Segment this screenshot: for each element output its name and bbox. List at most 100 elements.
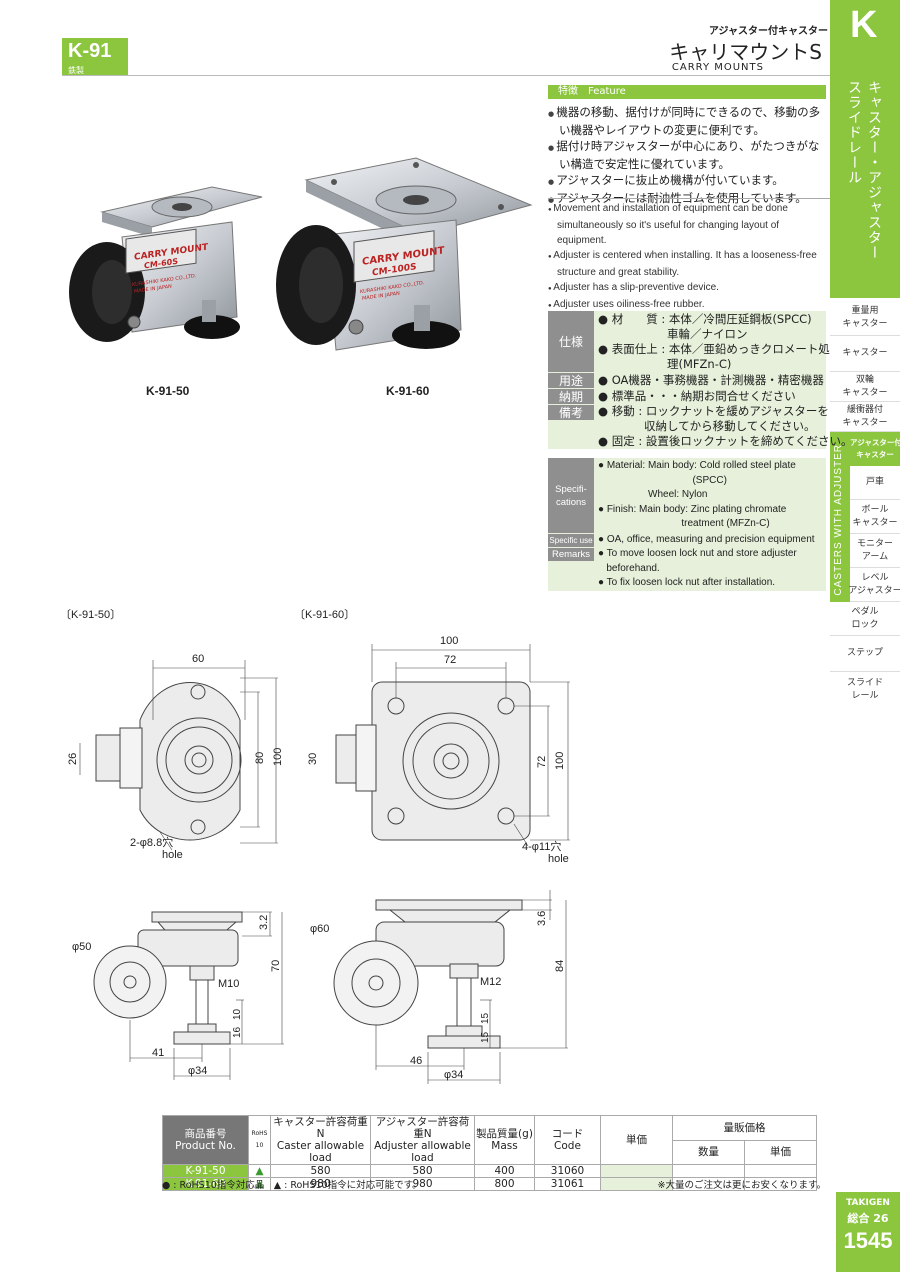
cell-mass: 800 bbox=[474, 1177, 535, 1191]
cell-price bbox=[600, 1164, 673, 1178]
sidebar-item-door-roller[interactable]: 戸車 bbox=[850, 466, 900, 500]
cell-caster-load: 580 bbox=[270, 1164, 371, 1178]
feature-item-en: Adjuster uses oiliness-free rubber. bbox=[548, 297, 818, 314]
sidebar-item-level-adjuster[interactable]: レベル アジャスター bbox=[848, 568, 900, 602]
dim-label: 30 bbox=[307, 753, 319, 765]
feature-item: アジャスターに抜止め機構が付いています。 bbox=[548, 172, 830, 190]
sidebar-item-monitor-arm[interactable]: モニター アーム bbox=[850, 534, 900, 568]
cell-bulk-price bbox=[744, 1164, 817, 1178]
col-label: 商品番号 bbox=[184, 1128, 227, 1140]
cell-product-no: K-91-60 bbox=[162, 1177, 249, 1191]
product-photo-k-91-60: CARRY MOUNT CM-100S KURASHIKI KAKO CO.,L… bbox=[276, 157, 533, 351]
dim-label: 72 bbox=[536, 756, 548, 768]
col-label-en: Caster allowable load bbox=[276, 1140, 365, 1164]
feature-list-jp: 機器の移動、据付けが同時にできるので、移動の多い機器やレイアウトの変更に便利です… bbox=[548, 104, 830, 208]
brand-label: TAKIGEN bbox=[846, 1198, 890, 1208]
dim-label: 100 bbox=[272, 748, 284, 766]
feature-item: 機器の移動、据付けが同時にできるので、移動の多い機器やレイアウトの変更に便利です… bbox=[548, 104, 830, 138]
sidebar-item-ball-caster[interactable]: ボール キャスター bbox=[850, 500, 900, 534]
col-label-en: Mass bbox=[491, 1140, 518, 1152]
drawing-title-k-91-60: 〔K-91-60〕 bbox=[294, 608, 355, 621]
dim-label: 60 bbox=[192, 653, 204, 665]
sidebar-item-label: ボール キャスター bbox=[852, 504, 898, 528]
delivery-label: 納期 bbox=[548, 389, 594, 404]
sidebar-item-label: 戸車 bbox=[865, 477, 884, 487]
col-label-en: Product No. bbox=[175, 1140, 236, 1152]
spec-table-jp: 仕様 ● 材 質 : 本体／冷間圧延鋼板(SPCC) 車輪／ナイロン ● 表面仕… bbox=[548, 311, 853, 449]
cell-adjuster-load: 980 bbox=[370, 1177, 475, 1191]
col-label: 製品質量(g) bbox=[476, 1128, 533, 1140]
sidebar-item-heavy-caster[interactable]: 重量用 キャスター bbox=[830, 300, 900, 336]
page-subtitle: アジャスター付キャスター bbox=[708, 26, 828, 37]
dim-label: 16 bbox=[232, 1026, 243, 1038]
col-mass: 製品質量(g)Mass bbox=[474, 1115, 535, 1165]
cell-code: 31061 bbox=[534, 1177, 601, 1191]
col-label: コード bbox=[551, 1128, 584, 1140]
col-price: 単価 bbox=[600, 1115, 673, 1165]
col-label: キャスター許容荷重N bbox=[273, 1116, 368, 1140]
dim-label: M12 bbox=[480, 976, 501, 988]
rohs-legend: ● : RoHS10指令対応品 ▲ : RoHS10指令に対応可能です。 bbox=[162, 1180, 422, 1191]
page-footer-tab: TAKIGEN 総合 26 1545 bbox=[836, 1192, 900, 1272]
page-number: 1545 bbox=[843, 1228, 893, 1253]
feature-list-en: Movement and installation of equipment c… bbox=[548, 201, 818, 314]
sidebar-item-shock-caster[interactable]: 緩衝器付 キャスター bbox=[830, 402, 900, 432]
dim-label: φ34 bbox=[188, 1065, 207, 1077]
cell-adjuster-load: 580 bbox=[370, 1164, 475, 1178]
sidebar-item-label: 緩衝器付 キャスター bbox=[842, 404, 888, 428]
photo-made-in-text: MADE IN JAPAN bbox=[134, 284, 172, 295]
sidebar-item-adjuster-caster[interactable]: アジャスター付 キャスター bbox=[850, 432, 900, 466]
spec-material-en: ● Material: Main body: Cold rolled steel… bbox=[598, 460, 796, 529]
cell-code: 31060 bbox=[534, 1164, 601, 1178]
catalog-label: 総合 26 bbox=[847, 1212, 889, 1225]
feature-item-en: Movement and installation of equipment c… bbox=[548, 201, 818, 248]
dim-label: 26 bbox=[67, 753, 79, 765]
sidebar-item-twin-caster[interactable]: 双輪 キャスター bbox=[830, 372, 900, 402]
sidebar-item-label: レベル アジャスター bbox=[848, 572, 900, 596]
sidebar-item-caster[interactable]: キャスター bbox=[830, 336, 900, 372]
feature-item-en: Adjuster has a slip-preventive device. bbox=[548, 280, 818, 297]
dim-label: 72 bbox=[444, 654, 456, 666]
hole-label-en: hole bbox=[548, 853, 569, 865]
sidebar-item-slide-rail[interactable]: スライド レール bbox=[830, 672, 900, 708]
dim-label: 100 bbox=[440, 635, 458, 647]
use-label: 用途 bbox=[548, 373, 594, 388]
feature-heading: 特徴 Feature bbox=[548, 85, 826, 99]
dim-label: 15 bbox=[480, 1031, 491, 1043]
sidebar-item-step[interactable]: ステップ bbox=[830, 636, 900, 672]
dim-label: M10 bbox=[218, 978, 239, 990]
sidebar-index-tab: K キャスター・アジャスター スライドレール bbox=[830, 0, 900, 298]
sidebar-item-label: キャスター bbox=[842, 348, 888, 358]
remarks-label-en: Remarks bbox=[548, 548, 594, 561]
hole-label: 2-φ8.8穴 bbox=[130, 835, 173, 849]
header-rule bbox=[62, 75, 830, 76]
hole-label: 4-φ11穴 bbox=[522, 839, 561, 853]
spec-table-en: Specifi- cations ● Material: Main body: … bbox=[548, 458, 826, 591]
cell-mass: 400 bbox=[474, 1164, 535, 1178]
spec-remarks: ● 移動 : ロックナットを緩めアジャスターを 収納してから移動してください。 … bbox=[598, 404, 853, 448]
feature-divider bbox=[548, 198, 830, 199]
sidebar-item-label: スライド レール bbox=[846, 678, 883, 701]
sidebar-item-label: ステップ bbox=[846, 648, 883, 658]
technical-drawings: 〔K-91-50〕 〔K-91-60〕 60 80 100 26 2-φ8.8穴… bbox=[60, 608, 570, 1084]
sidebar-item-label: アジャスター付 キャスター bbox=[850, 438, 900, 459]
col-label: アジャスター許容荷重N bbox=[375, 1116, 470, 1140]
bulk-order-note: ※大量のご注文は更にお安くなります。 bbox=[657, 1180, 826, 1191]
photo-label-k-91-60: K-91-60 bbox=[386, 384, 430, 398]
table-row: K-91-60 ▲ 980 980 800 31061 bbox=[162, 1177, 817, 1191]
use-label-en: Specific use bbox=[548, 534, 594, 547]
col-label-2: 10 bbox=[255, 1142, 264, 1149]
cell-caster-load: 980 bbox=[270, 1177, 371, 1191]
cell-product-no: K-91-50 bbox=[162, 1164, 249, 1178]
dim-label: 100 bbox=[554, 752, 566, 770]
table-row: K-91-50 ▲ 580 580 400 31060 bbox=[162, 1164, 817, 1178]
sidebar-item-pedal-lock[interactable]: ペダル ロック bbox=[830, 602, 900, 636]
cell-rohs: ▲ bbox=[248, 1164, 271, 1178]
cell-bulk-price bbox=[744, 1177, 817, 1191]
index-vertical-title: キャスター・アジャスター bbox=[866, 80, 882, 260]
sidebar-item-label: ペダル ロック bbox=[851, 606, 879, 630]
category-band: CASTERS WITH ADJUSTER bbox=[830, 432, 850, 602]
